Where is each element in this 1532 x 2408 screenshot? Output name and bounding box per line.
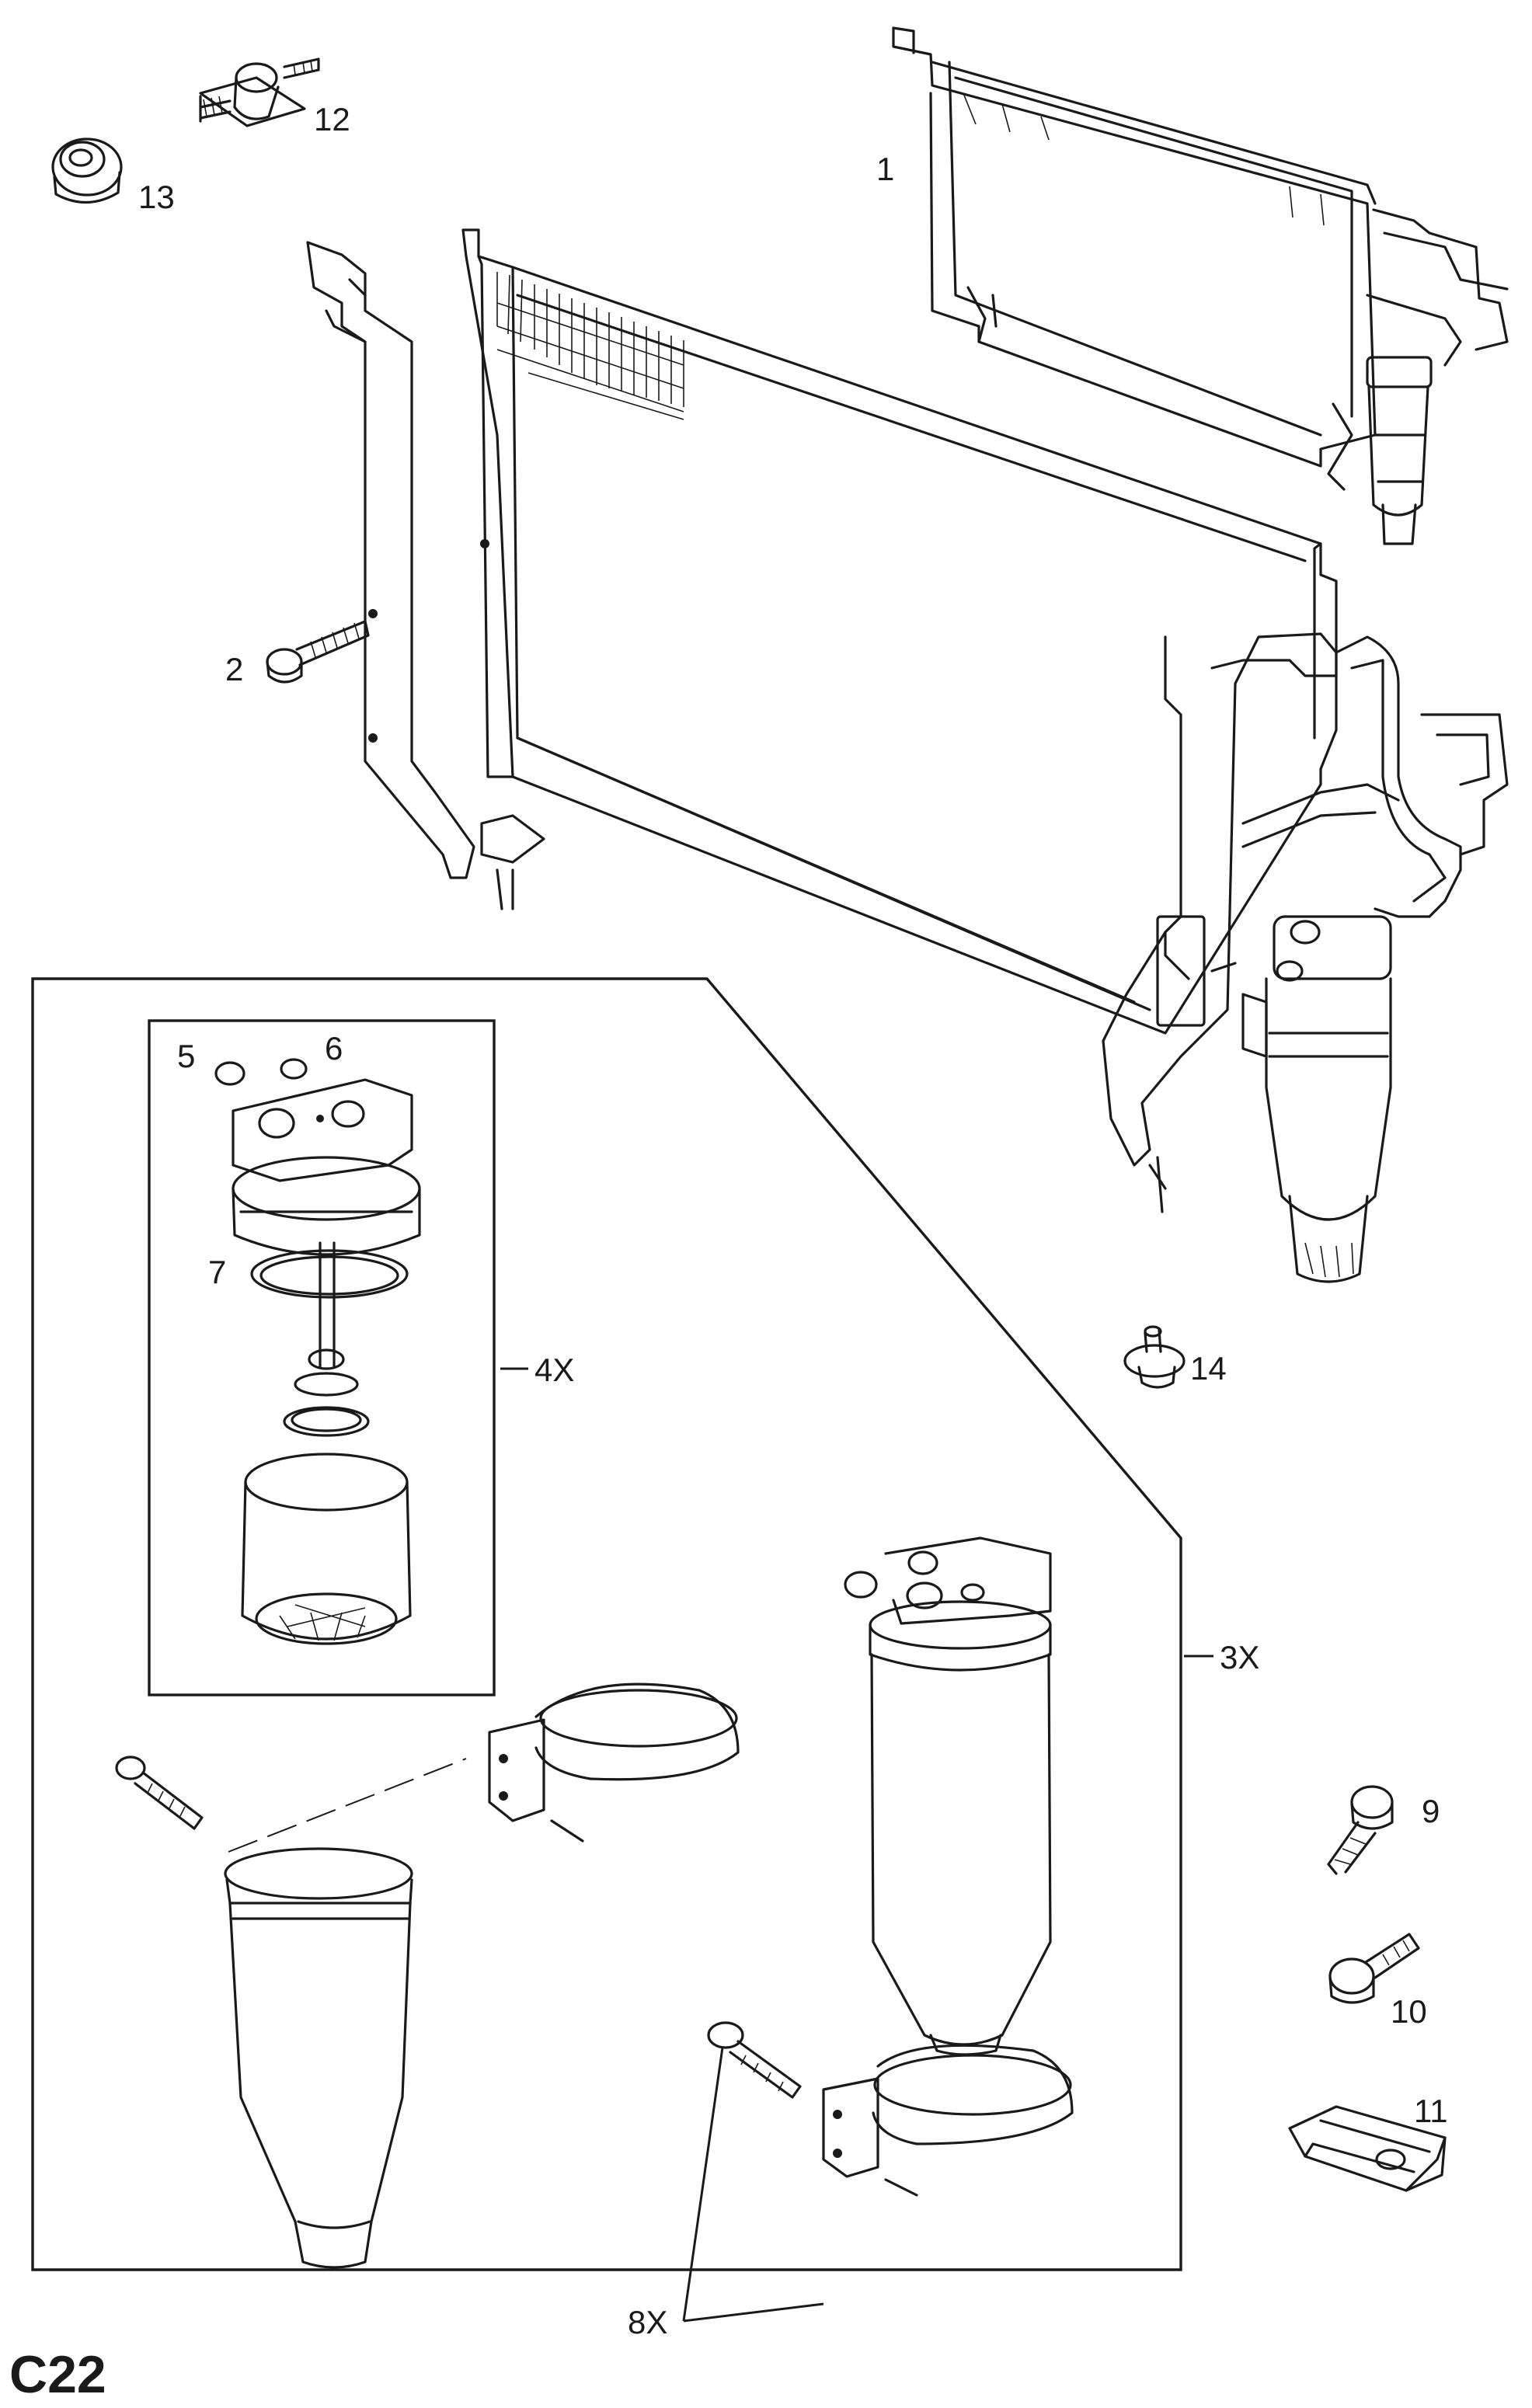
callout-7: 7 xyxy=(208,1254,226,1290)
callout-6: 6 xyxy=(325,1030,343,1067)
callout-5: 5 xyxy=(177,1038,195,1074)
callout-8x: 8X xyxy=(628,2304,667,2340)
drier-exploded-4x xyxy=(214,1058,421,1645)
callout-12: 12 xyxy=(314,101,350,137)
clip-11 xyxy=(1288,2105,1447,2192)
callout-2: 2 xyxy=(225,651,243,687)
kit-frame xyxy=(31,977,1182,2271)
nut-13 xyxy=(51,137,123,204)
drier-body-kit-right xyxy=(844,1536,1052,2056)
callout-11: 11 xyxy=(1414,2093,1448,2129)
bolt-10 xyxy=(1328,1933,1420,2004)
plug-14 xyxy=(1123,1325,1186,1389)
callout-14: 14 xyxy=(1190,1350,1227,1387)
callout-labels: 1 2 3X 4X 5 6 7 8X 9 10 11 12 13 14 xyxy=(138,101,1448,2340)
callout-10: 10 xyxy=(1391,1993,1427,2030)
right-bracket-drier xyxy=(1102,632,1509,1283)
page-code: C22 xyxy=(9,2345,106,2404)
rubber-mount-12 xyxy=(199,57,320,127)
callout-13: 13 xyxy=(138,179,175,215)
callout-4x: 4X xyxy=(534,1352,574,1388)
drier-body-lower-left xyxy=(115,1682,740,2269)
callout-9: 9 xyxy=(1422,1793,1440,1829)
callout-3x: 3X xyxy=(1220,1639,1259,1676)
kit-box-4x xyxy=(148,1019,496,1696)
screw-9 xyxy=(1327,1785,1394,1875)
main-condenser xyxy=(461,228,1338,1035)
screw-2 xyxy=(266,620,370,684)
clamp-8x xyxy=(707,2021,1074,2197)
leader-lines xyxy=(500,1367,1213,2323)
condenser-assembly-1 xyxy=(892,26,1509,545)
callout-1: 1 xyxy=(876,151,894,187)
left-bracket xyxy=(306,241,545,910)
